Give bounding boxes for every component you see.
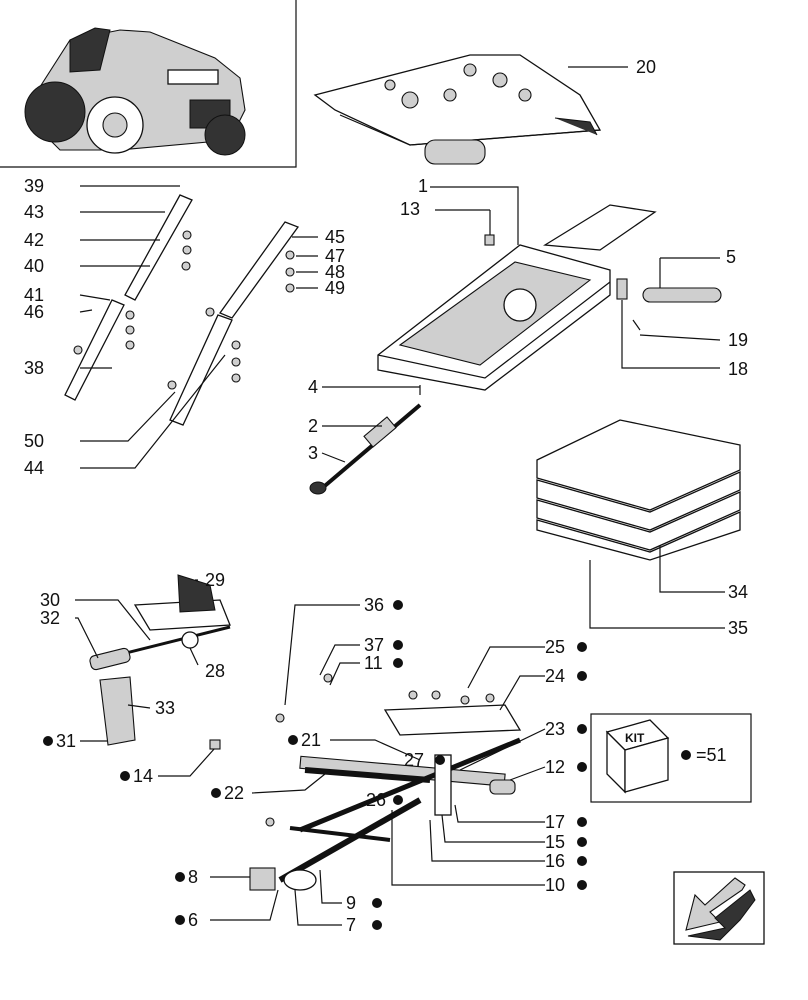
bullet-icon (577, 724, 587, 734)
label-11: 11 (364, 653, 383, 673)
label-38: 38 (24, 358, 44, 378)
bullet-icon (577, 880, 587, 890)
label-23: 23 (545, 719, 565, 739)
bullet-icon (681, 750, 691, 760)
bullet-icon (120, 771, 130, 781)
bullet-icon (175, 915, 185, 925)
label-15: 15 (545, 832, 565, 852)
label-3: 3 (308, 443, 318, 463)
bullet-icon (577, 856, 587, 866)
tractor-icon (24, 27, 246, 156)
label-32: 32 (40, 608, 60, 628)
label-50: 50 (24, 431, 44, 451)
part-2-3-4-adjuster (309, 385, 422, 495)
label-20: 20 (636, 57, 656, 77)
bullet-icon (577, 671, 587, 681)
label-5: 5 (726, 247, 736, 267)
label-8: 8 (188, 867, 198, 887)
label-10: 10 (545, 875, 565, 895)
bullet-icon (43, 736, 53, 746)
bullet-icon (211, 788, 221, 798)
kit-equals-text: =51 (696, 745, 727, 765)
part-5-rod (642, 287, 722, 303)
label-7: 7 (346, 915, 356, 935)
label-28: 28 (205, 661, 225, 681)
label-26: 26 (366, 790, 386, 810)
part-34-35-bellows (536, 419, 741, 561)
label-45: 45 (325, 227, 345, 247)
spring-assembly (89, 574, 231, 746)
leader-1 (430, 186, 519, 245)
bullet-icon (288, 735, 298, 745)
label-34: 34 (728, 582, 748, 602)
tractor-thumbnail (0, 0, 297, 168)
label-46: 46 (24, 302, 44, 322)
label-25: 25 (545, 637, 565, 657)
label-39: 39 (24, 176, 44, 196)
part-1-seat-base (377, 204, 657, 391)
label-17: 17 (545, 812, 565, 832)
label-4: 4 (308, 377, 318, 397)
label-48: 48 (325, 262, 345, 282)
label-12: 12 (545, 757, 565, 777)
label-27: 27 (404, 750, 424, 770)
label-36: 36 (364, 595, 384, 615)
part-14-nut (209, 739, 221, 750)
bullet-icon (577, 817, 587, 827)
label-19: 19 (728, 330, 748, 350)
label-42: 42 (24, 230, 44, 250)
label-9: 9 (346, 893, 356, 913)
label-1: 1 (418, 176, 428, 196)
label-18: 18 (728, 359, 748, 379)
bullet-icon (393, 640, 403, 650)
label-37: 37 (364, 635, 384, 655)
bullet-icon (577, 762, 587, 772)
bullet-icon (372, 898, 382, 908)
part-20-seat-cover (313, 54, 602, 165)
label-35: 35 (728, 618, 748, 638)
label-24: 24 (545, 666, 565, 686)
bullet-icon (393, 600, 403, 610)
label-49: 49 (325, 278, 345, 298)
kit-legend: KIT =51 (590, 713, 752, 803)
label-22: 22 (224, 783, 244, 803)
label-6: 6 (188, 910, 198, 930)
label-29: 29 (205, 570, 225, 590)
label-33: 33 (155, 698, 175, 718)
bullet-icon (393, 658, 403, 668)
label-43: 43 (24, 202, 44, 222)
label-30: 30 (40, 590, 60, 610)
bullet-icon (175, 872, 185, 882)
label-47: 47 (325, 246, 345, 266)
left-rail-assembly (64, 194, 300, 426)
part-18-bracket (616, 278, 628, 300)
bullet-icon (577, 642, 587, 652)
bullet-icon (393, 795, 403, 805)
label-2: 2 (308, 416, 318, 436)
back-arrow-icon[interactable] (673, 871, 765, 945)
kit-box-text: KIT (625, 731, 645, 745)
suspension-mechanism (249, 673, 522, 891)
bullet-icon (577, 837, 587, 847)
label-16: 16 (545, 851, 565, 871)
label-13: 13 (400, 199, 420, 219)
bullet-icon (372, 920, 382, 930)
label-31: 31 (56, 731, 76, 751)
part-13-screw (484, 234, 495, 246)
label-41: 41 (24, 285, 44, 305)
bullet-icon (435, 755, 445, 765)
label-21: 21 (301, 730, 321, 750)
label-40: 40 (24, 256, 44, 276)
kit-cube-icon (605, 719, 670, 794)
label-44: 44 (24, 458, 44, 478)
label-14: 14 (133, 766, 153, 786)
